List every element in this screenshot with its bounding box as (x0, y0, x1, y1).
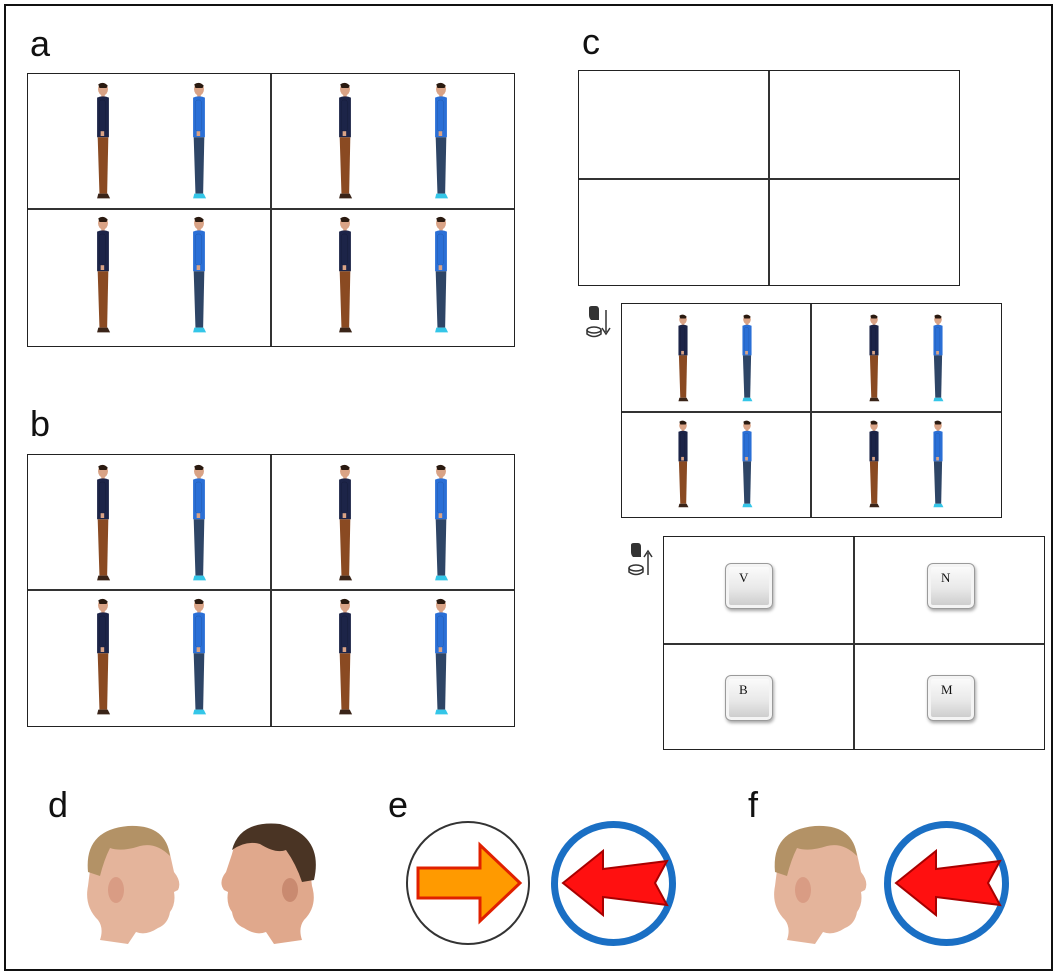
person-blue-shirt (928, 314, 948, 409)
left-arrow-icon (561, 848, 669, 918)
person-dark-shirt (332, 598, 358, 723)
panel-label-a: a (30, 23, 51, 64)
person-dark-shirt (673, 314, 693, 409)
cue-circle-e (551, 821, 676, 946)
mouse-press-icon (586, 306, 611, 338)
person-blue-shirt (737, 420, 757, 515)
right-arrow-icon (416, 841, 523, 925)
mouse-release-icon (628, 543, 653, 576)
key-b: B (725, 675, 773, 721)
grid-divider (664, 643, 1044, 645)
grid-divider (270, 74, 272, 346)
face-right-facing-left (221, 823, 316, 944)
face-f-facing-right (774, 825, 867, 944)
person-blue-shirt (928, 420, 948, 515)
person-dark-shirt (332, 464, 358, 589)
person-blue-shirt (428, 82, 454, 207)
person-dark-shirt (673, 420, 693, 515)
panel-label-f: f (748, 784, 759, 825)
person-blue-shirt (737, 314, 757, 409)
panel-label-c: c (582, 21, 600, 62)
grid-divider (28, 589, 514, 591)
figure-frame (4, 4, 1053, 971)
key-v: V (725, 563, 773, 609)
person-dark-shirt (864, 420, 884, 515)
grid-divider (270, 455, 272, 726)
person-blue-shirt (428, 464, 454, 589)
panel-label-b: b (30, 403, 51, 444)
grid-divider (28, 208, 514, 210)
cue-circle-f (884, 821, 1009, 946)
person-blue-shirt (428, 598, 454, 723)
neutral-circle (406, 821, 530, 945)
grid-divider (810, 304, 812, 517)
panel-c-empty-grid (578, 70, 960, 286)
key-n: N (927, 563, 975, 609)
person-dark-shirt (332, 82, 358, 207)
person-blue-shirt (186, 464, 212, 589)
grid-divider (579, 178, 959, 180)
person-dark-shirt (90, 82, 116, 207)
panel-label-e: e (388, 784, 409, 825)
person-blue-shirt (186, 598, 212, 723)
face-left-facing-right (87, 825, 180, 944)
grid-divider (622, 411, 1001, 413)
left-arrow-icon (894, 848, 1002, 918)
person-dark-shirt (864, 314, 884, 409)
person-dark-shirt (332, 216, 358, 341)
key-m: M (927, 675, 975, 721)
person-blue-shirt (186, 82, 212, 207)
person-dark-shirt (90, 598, 116, 723)
panel-label-d: d (48, 784, 69, 825)
panel-c-keys-grid (663, 536, 1045, 750)
person-blue-shirt (186, 216, 212, 341)
person-blue-shirt (428, 216, 454, 341)
person-dark-shirt (90, 464, 116, 589)
person-dark-shirt (90, 216, 116, 341)
